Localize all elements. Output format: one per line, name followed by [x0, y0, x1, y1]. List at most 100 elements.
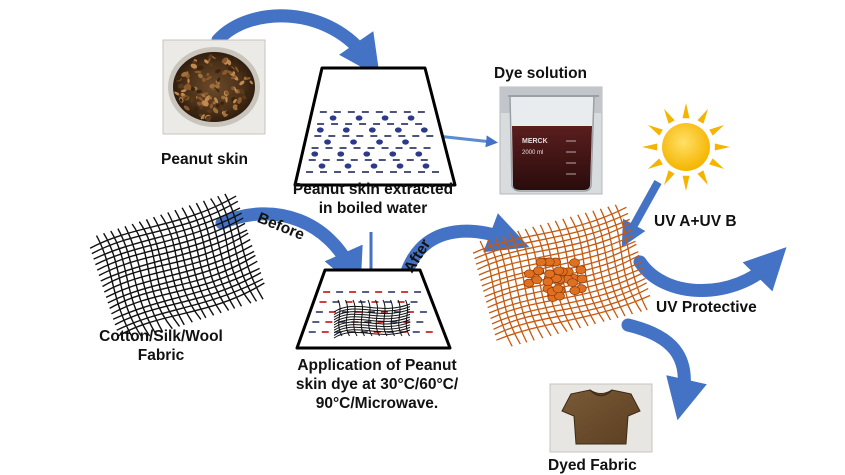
- dye-particle: [324, 139, 331, 145]
- sun-ray: [682, 175, 690, 191]
- peanut-skin-fleck: [225, 110, 229, 115]
- fabric-fiber: [397, 299, 403, 337]
- dye-particle: [531, 275, 543, 285]
- peanut-skin-fleck: [215, 104, 220, 108]
- dye-particle: [337, 151, 345, 157]
- arrow-skin-to-extraction: [211, 9, 380, 78]
- peanut-skin-fleck: [245, 90, 248, 99]
- label-extraction-line2: in boiled water: [318, 200, 428, 217]
- fabric-fiber: [333, 313, 411, 323]
- fabric-fiber: [195, 202, 236, 309]
- peanut-skin-fleck: [201, 77, 206, 82]
- peanut-skin-fleck: [199, 105, 203, 110]
- fabric-fiber: [100, 229, 248, 282]
- fabric-fiber: [607, 206, 642, 313]
- peanut-skin-fleck: [209, 62, 214, 67]
- dye-particle: [355, 115, 363, 121]
- label-fabric: Cotton/Silk/Wool Fabric: [86, 327, 236, 365]
- fabric-fiber: [210, 198, 252, 304]
- peanut-skin-fleck: [237, 97, 242, 104]
- peanut-skin-fleck: [221, 106, 224, 112]
- dye-particle: [542, 277, 554, 287]
- sun-ray: [714, 143, 730, 151]
- fabric-fiber: [117, 228, 157, 335]
- dye-particles-on-fabric: [523, 257, 588, 302]
- label-extraction-line1: Peanut skin extracted: [292, 181, 454, 198]
- sun-ray: [647, 125, 663, 136]
- dye-particle: [535, 257, 547, 267]
- sun-ray: [697, 108, 708, 124]
- dye-particle: [381, 115, 389, 121]
- fabric-fiber: [496, 294, 651, 341]
- sun-ray: [697, 170, 708, 186]
- fabric-fiber: [614, 204, 648, 311]
- fabric-fiber: [202, 200, 243, 307]
- dye-particle: [567, 278, 578, 288]
- peanut-skin-fleck: [220, 101, 225, 105]
- extraction-dye-particles: [306, 111, 439, 173]
- dye-particle: [389, 151, 397, 157]
- fabric-in-beaker: [333, 299, 411, 339]
- arrow-uv-reflected: [633, 247, 787, 297]
- peanut-skin-fleck: [239, 80, 245, 86]
- fabric-fiber: [494, 236, 528, 343]
- peanut-skin-fleck: [194, 70, 202, 74]
- fabric-fiber: [345, 299, 350, 337]
- fabric-fiber: [116, 278, 264, 331]
- peanut-skin-fleck: [174, 75, 181, 81]
- peanut-skin-fleck: [201, 93, 206, 98]
- fabric-fiber: [89, 195, 237, 249]
- peanut-skin-fleck: [202, 100, 209, 107]
- fabric-fiber: [152, 216, 193, 323]
- peanut-skin-fleck: [214, 69, 221, 74]
- peanut-skin-fleck: [239, 88, 245, 95]
- label-application-line2: skin dye at 30°C/60°C/: [295, 376, 459, 393]
- peanut-skin-fleck: [193, 106, 199, 112]
- fabric-fiber: [494, 287, 649, 336]
- fabric-fiber: [160, 214, 202, 320]
- dye-particle: [370, 163, 378, 169]
- fabric-fiber: [375, 299, 380, 337]
- arrow-to-dyed-fabric: [621, 318, 707, 421]
- dye-particle: [344, 163, 352, 169]
- peanut-skin-fleck: [233, 98, 237, 104]
- dye-particle: [533, 266, 544, 276]
- label-application-line1: Application of Peanut: [297, 357, 457, 374]
- peanut-skin-fleck: [174, 91, 180, 96]
- fabric-fiber: [103, 232, 144, 339]
- peanut-skin-fleck: [249, 80, 253, 85]
- dye-particle: [318, 163, 326, 169]
- peanut-skin-fleck: [205, 76, 212, 81]
- dye-particle: [575, 265, 587, 275]
- dye-particle: [569, 286, 581, 295]
- peanut-skin-fleck: [221, 57, 228, 64]
- peanut-skin-fleck: [181, 71, 189, 77]
- fabric-fiber: [352, 299, 358, 337]
- extraction-beaker: [293, 66, 457, 187]
- peanut-skin-fleck: [230, 75, 237, 80]
- peanut-skin-fleck: [228, 78, 233, 83]
- peanut-skin-fleck: [183, 84, 190, 91]
- sun-ray: [664, 170, 675, 186]
- fabric-fiber: [390, 299, 395, 337]
- dyed-shirt-photo: [549, 383, 653, 453]
- fabric-fiber: [110, 230, 151, 337]
- label-uv-protective: UV Protective: [656, 299, 757, 316]
- fabric-fiber: [102, 232, 249, 288]
- fabric-fiber: [577, 214, 612, 321]
- peanut-skin-fleck: [231, 57, 239, 63]
- sun-ray: [647, 158, 663, 169]
- dye-particle: [368, 127, 376, 133]
- peanut-skin-fleck: [212, 101, 216, 105]
- peanut-skin-fleck: [177, 83, 184, 89]
- peanut-skin-fleck: [208, 96, 212, 100]
- label-application: Application of Peanut skin dye at 30°C/6…: [262, 356, 492, 413]
- fabric-fiber: [167, 212, 207, 319]
- arrow-after: [398, 213, 530, 285]
- dye-particle: [363, 151, 371, 157]
- sun-ray: [709, 125, 725, 136]
- fabric-fiber: [337, 299, 343, 337]
- peanut-skin-fleck: [196, 65, 204, 71]
